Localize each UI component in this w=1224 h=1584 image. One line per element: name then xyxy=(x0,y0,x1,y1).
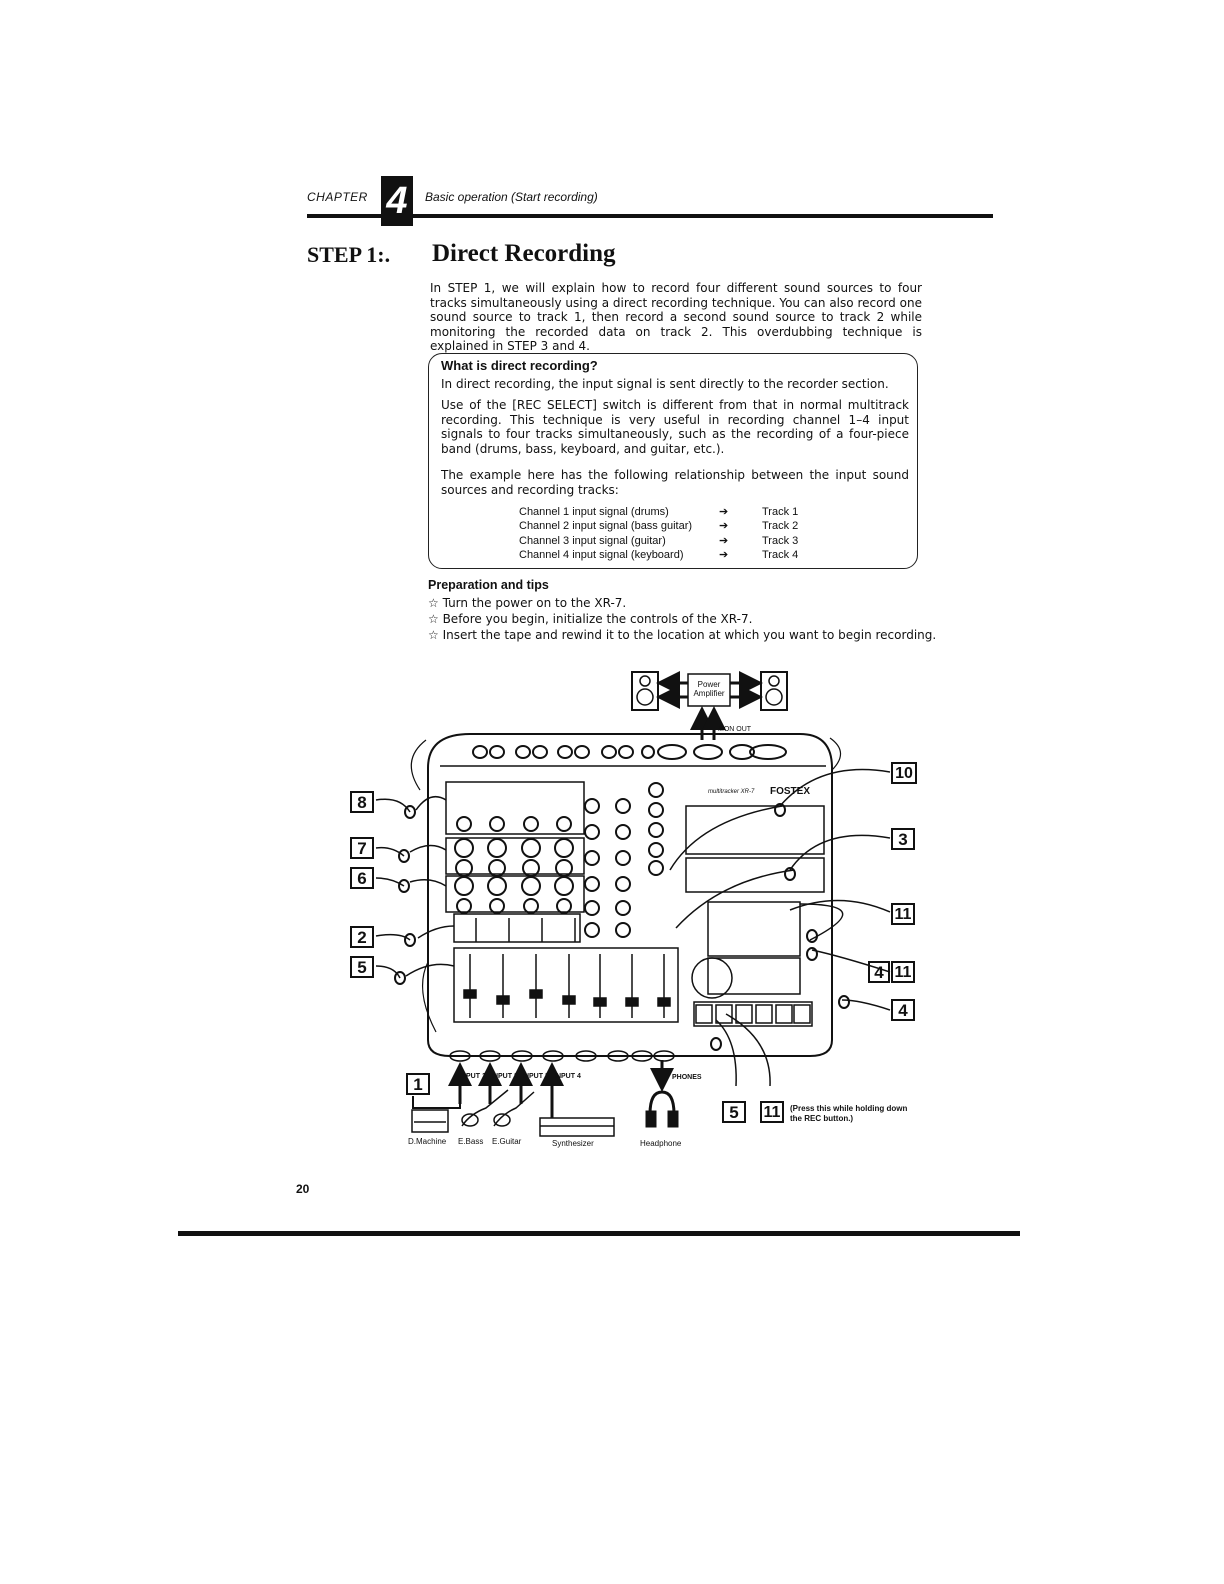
callout-paragraph-3: The example here has the following relat… xyxy=(441,468,909,497)
chapter-label: CHAPTER xyxy=(307,190,368,204)
callout-number-6: 6 xyxy=(350,867,374,889)
header-rule xyxy=(307,214,993,218)
drum-machine-icon xyxy=(411,1109,449,1133)
headphone-icon xyxy=(645,1090,679,1128)
callout-number-3: 3 xyxy=(891,828,915,850)
callout-box xyxy=(428,353,918,569)
mixer-body xyxy=(427,733,833,1057)
callout-paragraph-1: In direct recording, the input signal is… xyxy=(441,377,889,391)
callout-number-11c: 11 xyxy=(760,1101,784,1123)
bass-guitar-icon xyxy=(461,1089,509,1127)
step-label: STEP 1:. xyxy=(307,242,391,267)
routing-row: Channel 2 input signal (bass guitar) ➔ T… xyxy=(519,519,798,533)
input-4-label: INPUT 4 xyxy=(554,1073,581,1080)
tip-item: ☆ Turn the power on to the XR-7. xyxy=(428,596,627,610)
device-label-ebass: E.Bass xyxy=(458,1137,484,1146)
arrow-right-icon: ➔ xyxy=(719,520,729,533)
callout-paragraph-2: Use of the [REC SELECT] switch is differ… xyxy=(441,398,909,456)
power-amplifier-label: Power Amplifier xyxy=(690,680,728,698)
device-label-headphone: Headphone xyxy=(640,1139,682,1148)
rec-note-line1: (Press this while holding down xyxy=(790,1104,908,1113)
tape-section xyxy=(685,805,825,1027)
routing-track: Track 1 xyxy=(762,506,799,518)
device-label-eguitar: E.Guitar xyxy=(492,1137,522,1146)
routing-row: Channel 3 input signal (guitar) ➔ Track … xyxy=(519,534,798,548)
speaker-right-icon xyxy=(760,671,788,711)
device-label-dmachine: D.Machine xyxy=(408,1137,447,1146)
electric-guitar-icon xyxy=(493,1091,535,1127)
arrow-right-icon: ➔ xyxy=(719,534,729,547)
section-title: Direct Recording xyxy=(432,240,616,267)
arrow-right-icon: ➔ xyxy=(719,548,729,561)
callout-number-5b: 5 xyxy=(722,1101,746,1123)
footer-rule xyxy=(178,1231,1020,1236)
callout-title: What is direct recording? xyxy=(441,358,598,373)
channel-faders xyxy=(463,918,671,1018)
rear-jacks xyxy=(472,744,787,760)
mon-out-label: MON OUT xyxy=(718,726,752,733)
brand-logo: FOSTEX xyxy=(770,786,811,797)
routing-track: Track 3 xyxy=(762,534,799,547)
callout-number-4b: 4 xyxy=(891,999,915,1021)
front-jacks xyxy=(449,1050,675,1062)
intro-paragraph: In STEP 1, we will explain how to record… xyxy=(430,281,922,353)
callout-number-5: 5 xyxy=(350,956,374,978)
rec-note-line2: the REC button.) xyxy=(790,1114,854,1123)
callout-number-11: 11 xyxy=(891,903,915,925)
routing-row: Channel 4 input signal (keyboard) ➔ Trac… xyxy=(519,548,798,562)
input-1-label: INPUT 1 xyxy=(459,1073,486,1080)
callout-number-8: 8 xyxy=(350,791,374,813)
phones-label: PHONES xyxy=(672,1074,702,1081)
transport-buttons xyxy=(695,1004,811,1024)
knob-rows xyxy=(454,782,664,938)
routing-source: Channel 2 input signal (bass guitar) xyxy=(519,520,693,533)
chapter-subtitle: Basic operation (Start recording) xyxy=(425,190,598,204)
callout-number-2: 2 xyxy=(350,926,374,948)
preparation-title: Preparation and tips xyxy=(428,578,549,592)
model-label: multitracker XR-7 xyxy=(708,789,755,795)
channel-strip-knobs xyxy=(445,781,679,1023)
tip-item: ☆ Insert the tape and rewind it to the l… xyxy=(428,628,937,642)
callout-number-7: 7 xyxy=(350,837,374,859)
routing-source: Channel 1 input signal (drums) xyxy=(519,506,669,518)
routing-track: Track 2 xyxy=(762,520,799,533)
callout-leader-lines xyxy=(375,768,891,1087)
routing-table: Channel 1 input signal (drums) ➔ Track 1… xyxy=(519,505,798,562)
callout-number-4: 4 xyxy=(868,961,890,983)
routing-track: Track 4 xyxy=(762,548,799,561)
rec-button-note: (Press this while holding down the REC b… xyxy=(790,1104,907,1124)
arrow-right-icon: ➔ xyxy=(719,506,729,518)
callout-number-10: 10 xyxy=(891,762,917,784)
speaker-left-icon xyxy=(631,671,659,711)
callout-number-11b: 11 xyxy=(891,961,915,983)
tip-item: ☆ Before you begin, initialize the contr… xyxy=(428,612,753,626)
input-3-label: INPUT 3 xyxy=(522,1073,549,1080)
routing-source: Channel 4 input signal (keyboard) xyxy=(519,548,684,561)
device-label-synthesizer: Synthesizer xyxy=(552,1139,594,1148)
power-amp-line2: Amplifier xyxy=(693,689,725,698)
routing-row: Channel 1 input signal (drums) ➔ Track 1 xyxy=(519,505,798,519)
input-2-label: INPUT 2 xyxy=(491,1073,518,1080)
synthesizer-icon xyxy=(539,1117,615,1137)
power-amp-line1: Power xyxy=(697,680,721,689)
routing-source: Channel 3 input signal (guitar) xyxy=(519,534,666,547)
callout-number-1: 1 xyxy=(406,1073,430,1095)
page-number: 20 xyxy=(296,1182,310,1196)
